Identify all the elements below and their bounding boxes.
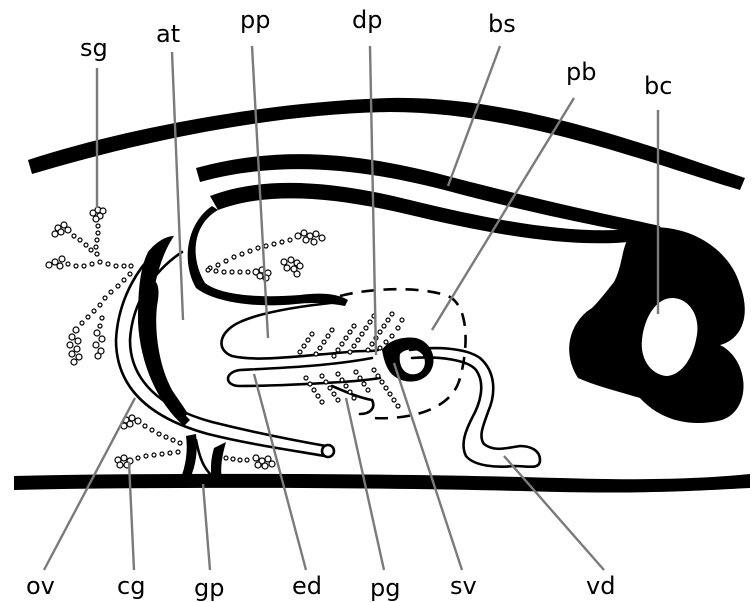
label-pb: pb bbox=[566, 58, 596, 86]
label-bs: bs bbox=[488, 10, 516, 38]
leader-vd bbox=[504, 456, 604, 570]
label-dp: dp bbox=[352, 6, 382, 34]
label-sg: sg bbox=[80, 34, 108, 62]
leader-gp bbox=[203, 484, 210, 570]
oviduct-tip bbox=[322, 445, 334, 457]
label-vd: vd bbox=[586, 572, 615, 600]
leader-at bbox=[172, 52, 183, 320]
genital-pore-canal bbox=[196, 440, 212, 476]
genital-pore-wall-left bbox=[180, 434, 197, 480]
label-ed: ed bbox=[292, 572, 322, 600]
atrium-wall-left bbox=[138, 236, 190, 426]
label-ov: ov bbox=[26, 572, 55, 600]
label-pp: pp bbox=[240, 6, 270, 34]
label-gp: gp bbox=[194, 574, 224, 602]
shell-gland bbox=[46, 207, 133, 365]
leader-ed bbox=[254, 374, 306, 570]
label-cg: cg bbox=[117, 572, 145, 600]
label-pg: pg bbox=[370, 574, 400, 602]
leader-sv bbox=[394, 363, 462, 570]
papilla-cavity-wall bbox=[188, 206, 348, 306]
label-sv: sv bbox=[450, 572, 477, 600]
oviduct-inner bbox=[130, 252, 326, 446]
label-bc: bc bbox=[644, 72, 672, 100]
ventral-body-wall bbox=[14, 474, 750, 493]
label-at: at bbox=[156, 20, 180, 48]
